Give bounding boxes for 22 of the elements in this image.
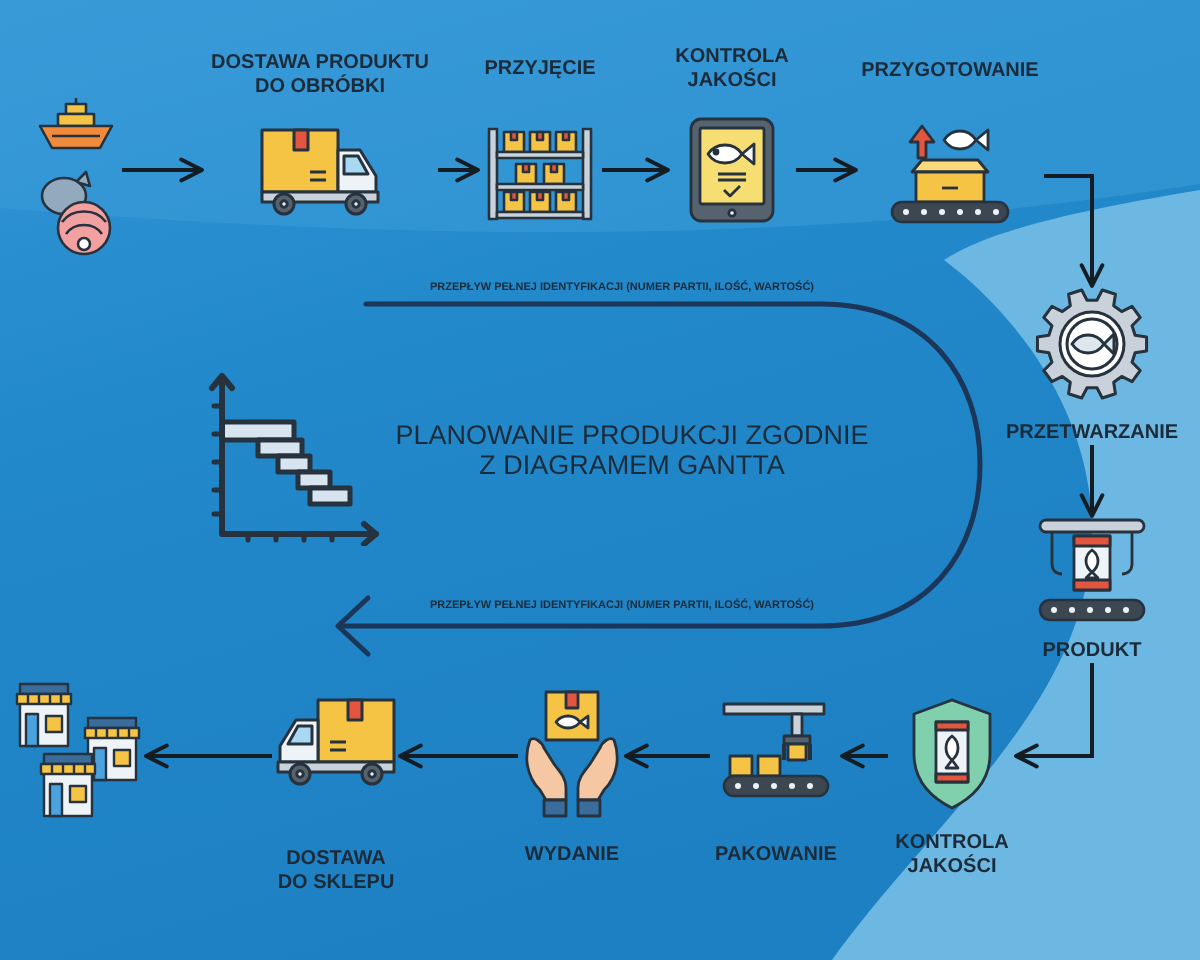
arrow — [398, 743, 518, 769]
arrow — [840, 743, 888, 769]
step-label: KONTROLA JAKOŚCI — [673, 46, 791, 92]
arrow — [1014, 663, 1094, 769]
step-label: DOSTAWA DO SKLEPU — [275, 848, 397, 894]
arrow — [624, 743, 710, 769]
arrow — [122, 157, 204, 183]
step-label: PRZYJĘCIE — [484, 58, 596, 81]
step-label: WYDANIE — [524, 844, 620, 867]
planning-heading: PLANOWANIE PRODUKCJI ZGODNIE Z DIAGRAMEM GANTTA — [393, 420, 871, 481]
arrow — [144, 743, 272, 769]
arrow — [602, 157, 670, 183]
arrow — [796, 157, 858, 183]
step-label: PRODUKT — [1042, 640, 1142, 663]
step-label: KONTROLA JAKOŚCI — [893, 832, 1011, 878]
arrow — [1079, 445, 1105, 518]
step-label: PRZYGOTOWANIE — [861, 60, 1039, 83]
arrow — [1044, 174, 1105, 288]
step-label: DOSTAWA PRODUKTU DO OBRÓBKI — [209, 52, 431, 98]
step-label: PAKOWANIE — [715, 844, 837, 867]
step-label: PRZETWARZANIE — [1005, 422, 1179, 445]
arrow — [438, 157, 480, 183]
